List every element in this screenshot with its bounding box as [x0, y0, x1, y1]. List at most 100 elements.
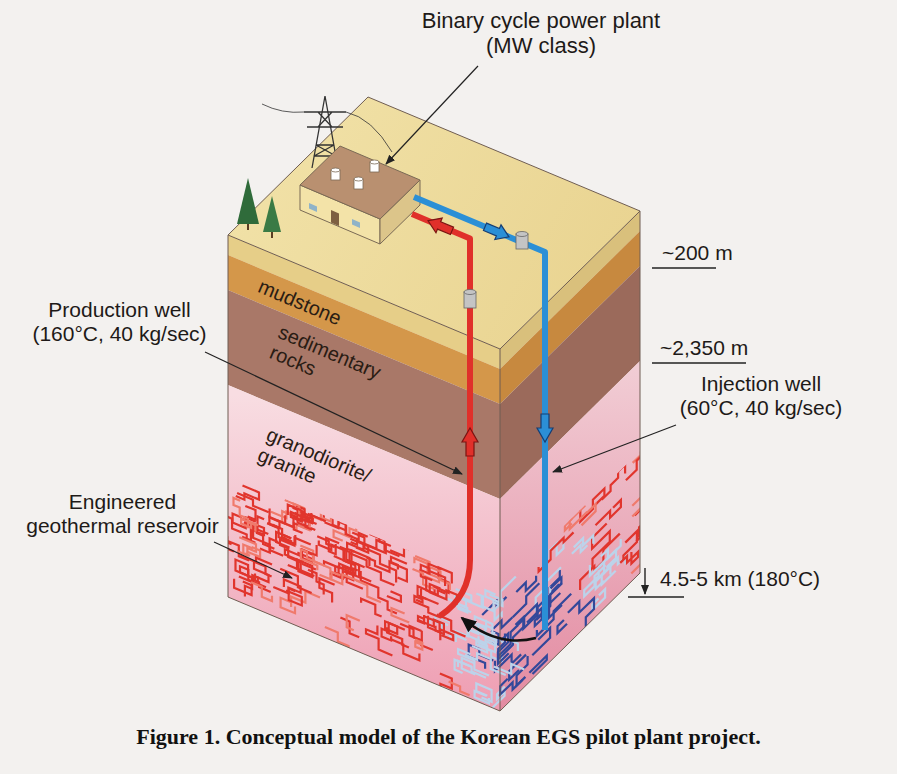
- flow-arrow: [425, 213, 455, 238]
- fracture: [495, 577, 516, 621]
- roof-tank: [354, 177, 363, 181]
- leader-lines: [205, 66, 676, 578]
- leader-line: [553, 425, 676, 472]
- fracture: [596, 500, 621, 525]
- fracture: [632, 478, 649, 506]
- fracture: [582, 504, 596, 525]
- leader-line: [214, 542, 292, 578]
- trees: [237, 178, 281, 238]
- fracture: [568, 598, 594, 628]
- fracture: [280, 538, 311, 549]
- figure-caption: Figure 1. Conceptual model of the Korean…: [0, 724, 897, 750]
- fracture: [237, 537, 256, 555]
- fracture: [485, 590, 499, 602]
- transmission-tower: [262, 96, 392, 168]
- fracture: [449, 682, 470, 696]
- roof-tank: [370, 160, 379, 164]
- fracture: [325, 627, 349, 656]
- injection-well-pipe: [414, 197, 545, 630]
- fracture: [243, 545, 253, 556]
- pump-symbol: [464, 232, 528, 309]
- roof-tank: [331, 168, 340, 172]
- upflow-arrow: [462, 428, 478, 456]
- depth-tick: [652, 362, 746, 363]
- fracture: [458, 661, 486, 678]
- fracture: [301, 549, 321, 570]
- building-window: [309, 203, 317, 212]
- granite-band: [228, 385, 500, 711]
- fracture: [626, 450, 648, 481]
- callout-label: 4.5-5 km (180°C): [660, 567, 820, 591]
- fracture: [623, 531, 637, 560]
- fracture: [580, 489, 604, 522]
- reservoir-flow-arrow: [462, 618, 536, 641]
- fracture: [633, 426, 656, 463]
- fracture: [632, 487, 653, 517]
- fracture: [276, 532, 291, 548]
- fracture: [305, 519, 316, 529]
- power-line: [262, 104, 392, 152]
- fracture: [270, 539, 284, 556]
- fracture: [369, 535, 386, 554]
- fracture: [356, 581, 381, 603]
- block-edge: [500, 349, 501, 711]
- depth-arrow: [644, 568, 645, 594]
- fracture: [570, 505, 588, 529]
- fracture: [590, 562, 604, 582]
- fracture: [339, 516, 353, 537]
- fracture: [476, 684, 491, 702]
- fracture: [241, 519, 258, 532]
- fracture: [367, 558, 398, 572]
- tree: [237, 178, 259, 224]
- fracture: [417, 620, 444, 635]
- fracture: [236, 486, 259, 500]
- callout-label: Production well (160°C, 40 kg/sec): [12, 298, 227, 346]
- fracture: [273, 579, 300, 593]
- fracture: [245, 506, 255, 520]
- callout-label: Engineered geothermal reservoir: [25, 490, 220, 538]
- fracture: [270, 509, 280, 528]
- fracture: [319, 541, 345, 561]
- fracture: [236, 560, 256, 579]
- depth-markers: [628, 268, 746, 597]
- fracture: [370, 534, 400, 556]
- fracture: [440, 630, 453, 641]
- block-outline: [228, 97, 640, 711]
- fracture: [529, 656, 546, 674]
- building-window: [352, 219, 360, 228]
- fracture: [392, 639, 420, 660]
- fracture: [392, 608, 410, 623]
- fracture: [308, 570, 324, 595]
- flow-arrow: [482, 219, 512, 244]
- power-plant-building: [300, 146, 420, 244]
- fracture: [251, 582, 272, 601]
- fracture: [458, 649, 489, 676]
- fracture: [456, 628, 479, 642]
- fracture: [516, 576, 536, 592]
- depth-tick: [652, 267, 716, 268]
- fracture: [636, 517, 649, 541]
- fracture: [410, 626, 422, 641]
- fracture: [574, 535, 594, 547]
- callout-label: Binary cycle power plant (MW class): [410, 8, 672, 59]
- fracture: [288, 548, 301, 571]
- building-door: [331, 210, 339, 226]
- fracture: [352, 551, 370, 568]
- fracture: [429, 674, 452, 694]
- building-roof: [300, 146, 420, 219]
- production-well-pipe: [412, 214, 470, 616]
- fracture: [347, 542, 363, 551]
- fracture: [332, 572, 359, 584]
- fracture: [347, 615, 360, 630]
- ground-surface: [228, 97, 640, 349]
- fracture: [429, 564, 446, 586]
- fracture: [387, 591, 401, 601]
- fracture: [387, 627, 409, 647]
- callout-label: ~200 m: [662, 241, 733, 265]
- downflow-arrow: [537, 414, 553, 442]
- fracture: [516, 605, 537, 629]
- tree: [263, 196, 281, 232]
- fracture: [558, 620, 568, 633]
- fracture: [288, 505, 302, 522]
